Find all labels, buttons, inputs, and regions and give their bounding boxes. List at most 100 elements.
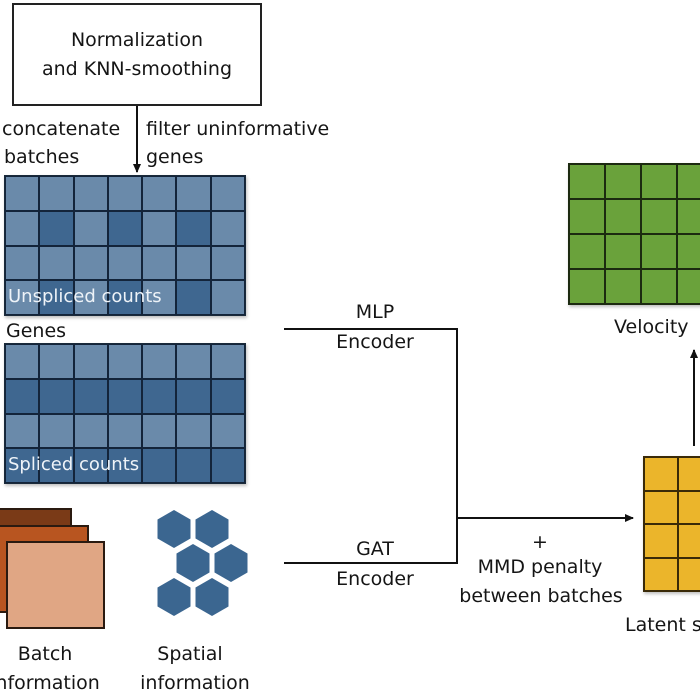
matrix-cell	[107, 280, 143, 315]
matrix-cell	[5, 378, 40, 414]
batch-label: Batch	[17, 643, 73, 665]
matrix-cell	[107, 378, 143, 414]
normalization-box-line1: Normalization	[70, 28, 204, 51]
matrix-cell	[73, 280, 108, 315]
latent-cell	[644, 524, 678, 558]
matrix-cell	[73, 413, 108, 449]
matrix-cell	[73, 344, 108, 379]
hexagon	[176, 544, 210, 582]
matrix-cell	[176, 280, 211, 315]
matrix-cell	[176, 413, 211, 449]
matrix-cell	[142, 344, 177, 379]
matrix-cell	[176, 210, 211, 246]
filter-note-line1: filter uninformative	[146, 118, 330, 140]
mmd-penalty-label: MMD penalty	[477, 556, 603, 578]
matrix-cell	[5, 176, 40, 211]
matrix-cell	[210, 413, 245, 449]
matrix-cell	[39, 413, 74, 449]
matrix-cell	[142, 245, 177, 281]
matrix-cell	[176, 176, 211, 211]
matrix-cell	[142, 210, 177, 246]
matrix-cell	[39, 176, 74, 211]
velocity-cell	[569, 164, 605, 199]
matrix-cell	[107, 176, 143, 211]
matrix-cell	[39, 210, 74, 246]
matrix-cell	[39, 344, 74, 379]
spatial-label: Spatial	[157, 643, 223, 665]
velocity-cell	[641, 164, 677, 199]
concatenate-note-line1: concatenate	[2, 118, 121, 140]
matrix-cell	[142, 448, 177, 483]
matrix-cell	[73, 378, 108, 414]
spliced-counts-label: Spliced counts	[8, 454, 140, 475]
hexagon	[195, 510, 229, 548]
hexagon	[195, 578, 229, 616]
matrix-cell	[210, 448, 245, 483]
batch-information-label: information	[0, 672, 100, 694]
matrix-cell	[107, 344, 143, 379]
matrix-cell	[142, 413, 177, 449]
matrix-cell	[107, 413, 143, 449]
matrix-cell	[107, 245, 143, 281]
matrix-cell	[210, 280, 245, 315]
filter-note-line2: genes	[146, 146, 204, 168]
matrix-cell	[39, 448, 74, 483]
latent-cell	[644, 557, 678, 591]
latent-space-matrix	[643, 456, 700, 592]
latent-cell	[678, 524, 700, 558]
matrix-cell	[39, 245, 74, 281]
velocity-matrix	[568, 163, 700, 305]
batch-card-front	[6, 541, 105, 629]
latent-cell	[678, 457, 700, 491]
matrix-cell	[142, 280, 177, 315]
matrix-cell	[210, 176, 245, 211]
batch-cards-icon	[0, 508, 105, 629]
velocity-label: Velocity	[614, 316, 689, 338]
matrix-cell	[39, 378, 74, 414]
latent-cell	[644, 457, 678, 491]
unspliced-counts-matrix	[4, 175, 246, 316]
hexagon	[214, 544, 248, 582]
velocity-cell	[677, 234, 700, 269]
velocity-cell	[569, 234, 605, 269]
matrix-cell	[5, 448, 40, 483]
velocity-cell	[569, 199, 605, 234]
matrix-cell	[210, 344, 245, 379]
unspliced-counts-label: Unspliced counts	[8, 286, 162, 307]
mlp-encoder-label: Encoder	[336, 331, 414, 353]
velocity-cell	[641, 199, 677, 234]
velocity-cell	[569, 269, 605, 304]
matrix-cell	[5, 210, 40, 246]
latent-cell	[644, 490, 678, 524]
latent-cell	[678, 557, 700, 591]
matrix-cell	[5, 280, 40, 315]
matrix-cell	[73, 176, 108, 211]
matrix-cell	[210, 210, 245, 246]
matrix-cell	[176, 245, 211, 281]
velocity-cell	[641, 234, 677, 269]
concatenate-note-line2: batches	[4, 146, 80, 168]
velocity-cell	[677, 164, 700, 199]
matrix-cell	[39, 280, 74, 315]
matrix-cell	[142, 378, 177, 414]
mlp-label: MLP	[355, 301, 395, 323]
spatial-hexagons-icon	[157, 510, 248, 616]
matrix-cell	[210, 245, 245, 281]
matrix-cell	[5, 413, 40, 449]
between-batches-label: between batches	[459, 585, 623, 607]
hexagon	[157, 578, 191, 616]
gat-encoder-label: Encoder	[336, 568, 414, 590]
genes-label: Genes	[6, 320, 67, 342]
matrix-cell	[142, 176, 177, 211]
spliced-counts-matrix	[4, 343, 246, 484]
matrix-cell	[176, 344, 211, 379]
matrix-cell	[73, 448, 108, 483]
normalization-box-line2: and KNN-smoothing	[41, 57, 233, 80]
plus-sign: +	[532, 531, 548, 553]
normalization-box: Normalization and KNN-smoothing	[12, 3, 262, 106]
matrix-cell	[5, 344, 40, 379]
gat-label: GAT	[356, 538, 394, 560]
velocity-cell	[677, 199, 700, 234]
matrix-cell	[73, 245, 108, 281]
